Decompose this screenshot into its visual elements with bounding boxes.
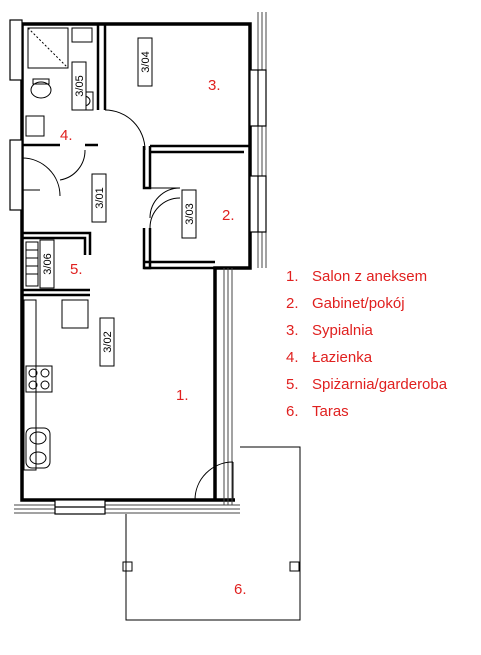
legend-number: 4. [286,349,299,366]
facade-right [14,12,267,514]
outer-walls [20,22,252,502]
room-code-3-02: 3/02 [102,331,114,352]
room-code-3-06: 3/06 [42,253,54,274]
legend-number: 6. [286,403,299,420]
legend-label: Sypialnia [312,322,373,339]
legend-label: Spiżarnia/garderoba [312,376,448,393]
legend-number: 1. [286,268,299,285]
legend-label: Salon z aneksem [312,268,428,285]
legend-label: Łazienka [312,349,373,366]
room-number-4: 4. [60,127,73,144]
legend-item: 5. Spiżarnia/garderoba [286,375,447,402]
room-number-5: 5. [70,261,83,278]
room-code-3-04: 3/04 [140,51,152,72]
legend-item: 3. Sypialnia [286,321,447,348]
room-number-3: 3. [208,77,221,94]
room-code-3-03: 3/03 [184,203,196,224]
legend-number: 2. [286,295,299,312]
terrace [122,446,301,621]
legend-item: 2. Gabinet/pokój [286,294,447,321]
windows [9,19,267,515]
legend-label: Taras [312,403,349,420]
room-code-3-05: 3/05 [74,75,86,96]
room-number-1: 1. [176,387,189,404]
door-swings [21,109,234,501]
legend-number: 3. [286,322,299,339]
legend-item: 6. Taras [286,402,447,429]
room-number-6: 6. [234,581,247,598]
room-code-3-01: 3/01 [94,187,106,208]
kitchen-fixtures [23,299,89,471]
legend-item: 4. Łazienka [286,348,447,375]
legend-number: 5. [286,376,299,393]
legend-item: 1. Salon z aneksem [286,267,447,294]
interior-walls [22,24,250,297]
room-number-2: 2. [222,207,235,224]
pantry-shelving [25,241,39,287]
room-code-boxes [39,37,197,367]
legend-label: Gabinet/pokój [312,295,405,312]
room-legend: 1. Salon z aneksem 2. Gabinet/pokój 3. Sypi… [286,267,447,429]
